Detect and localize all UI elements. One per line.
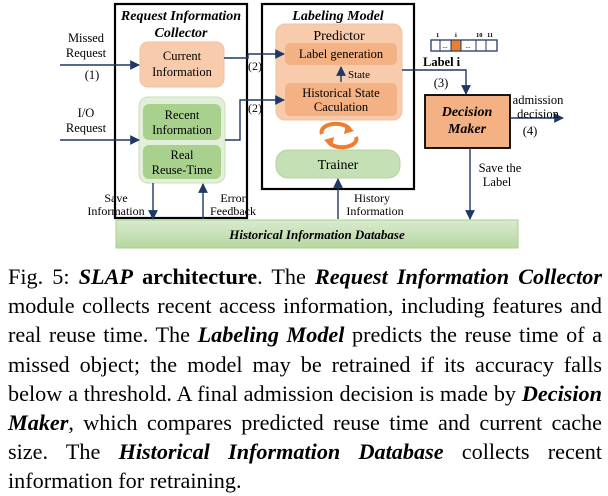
recent-to-histstate-arrow bbox=[225, 95, 285, 141]
caption-lm: Labeling Model bbox=[197, 322, 345, 348]
caption-part3: predicts the reuse time of a missed obje… bbox=[8, 322, 603, 406]
retrain-cycle-icon bbox=[319, 121, 359, 150]
step-1-label: (1) bbox=[85, 68, 100, 82]
label-generation-box bbox=[285, 43, 397, 65]
current-to-labelgen-arrow bbox=[224, 49, 285, 59]
reuse-time-line1: Real bbox=[171, 148, 194, 162]
missed-request-line1: Missed bbox=[68, 31, 105, 45]
buffer-dots-1: ... bbox=[442, 42, 448, 50]
step-2b-label: (2) bbox=[248, 101, 262, 115]
caption-part1: . The bbox=[257, 264, 315, 289]
historical-state-line1: Historical State bbox=[302, 86, 380, 100]
current-information-box bbox=[139, 41, 225, 88]
database-label: Historical Information Database bbox=[228, 227, 405, 242]
io-request-line1: I/O bbox=[78, 106, 95, 120]
history-info-line2: Information bbox=[346, 204, 403, 218]
save-info-line1: Save bbox=[104, 191, 127, 205]
buffer-tick-1: 1 bbox=[436, 32, 439, 39]
trainer-label: Trainer bbox=[318, 158, 359, 173]
decision-title-line2: Maker bbox=[447, 122, 487, 137]
caption-dm: Decision Maker bbox=[8, 380, 602, 436]
io-request-line2: Request bbox=[66, 121, 107, 135]
caption-ric: Request Information Collector bbox=[315, 264, 603, 289]
label-generation-text: Label generation bbox=[299, 47, 384, 61]
caption-part2: module collects recent access informatio… bbox=[8, 293, 602, 348]
step-4-label: (4) bbox=[523, 124, 538, 138]
history-info-line1: History bbox=[354, 191, 390, 205]
predictor-label: Predictor bbox=[313, 29, 365, 44]
reuse-time-box bbox=[143, 145, 221, 179]
label-i-text: Label i bbox=[423, 55, 461, 69]
caption-fig: Fig. 5: bbox=[8, 264, 70, 289]
trainer-box bbox=[275, 149, 401, 179]
caption-hid: Historical Information Database bbox=[118, 439, 444, 465]
save-info-line2: Information bbox=[87, 204, 144, 218]
save-label-line2: Label bbox=[483, 175, 512, 189]
historical-state-box bbox=[285, 83, 397, 116]
error-feedback-line1: Error bbox=[220, 191, 245, 205]
current-info-line2: Information bbox=[152, 65, 212, 79]
error-feedback-line2: Feedback bbox=[210, 204, 256, 218]
caption-part4: , which compares predicted reuse time an… bbox=[8, 410, 602, 465]
collector-title-line2: Collector bbox=[155, 26, 208, 41]
caption-slap: SLAP bbox=[78, 264, 133, 289]
reuse-time-line2: Reuse-Time bbox=[152, 163, 213, 177]
label-to-decision-arrow bbox=[402, 69, 471, 95]
current-info-line1: Current bbox=[163, 49, 202, 63]
step-2a-label: (2) bbox=[248, 59, 262, 73]
decision-title-line1: Decision bbox=[441, 105, 493, 120]
recent-information-box bbox=[143, 104, 221, 140]
buffer-tick-11: 11 bbox=[487, 32, 493, 39]
buffer-tick-i: i bbox=[455, 32, 457, 39]
historical-database-box bbox=[115, 219, 519, 249]
state-label: State bbox=[348, 69, 370, 81]
admission-line1: admission bbox=[513, 93, 564, 107]
caption-architecture: architecture bbox=[142, 264, 258, 289]
collector-title-line1: Request Information bbox=[120, 9, 241, 24]
recent-info-line1: Recent bbox=[165, 108, 200, 122]
buffer-tick-10: 10 bbox=[476, 32, 483, 39]
missed-request-line2: Request bbox=[66, 46, 107, 60]
buffer-dots-2: ... bbox=[465, 42, 471, 50]
figure-caption: Fig. 5: SLAP architecture. The Request I… bbox=[8, 262, 602, 496]
historical-state-line2: Caculation bbox=[314, 100, 369, 114]
labeling-title: Labeling Model bbox=[291, 9, 383, 24]
step-3-label: (3) bbox=[434, 76, 449, 90]
decision-maker-box bbox=[424, 94, 511, 149]
cache-buffer-icon: 1 i 10 11 ... ... bbox=[430, 32, 498, 52]
slap-diagram: Request Information Collector Current In… bbox=[60, 2, 564, 249]
recent-info-line2: Information bbox=[152, 123, 212, 137]
save-label-line1: Save the bbox=[479, 161, 522, 175]
admission-line2: decision bbox=[517, 107, 559, 121]
